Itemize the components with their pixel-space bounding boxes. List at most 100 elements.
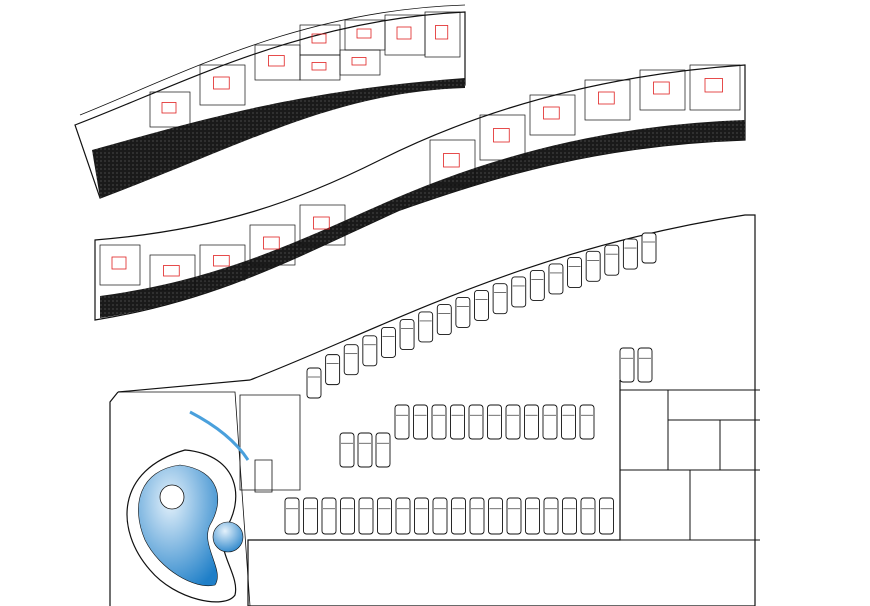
- parked-car: [548, 263, 564, 295]
- pool-deck: [126, 449, 244, 603]
- parked-car: [505, 404, 521, 440]
- room: [299, 204, 346, 246]
- parked-car: [604, 244, 620, 276]
- room-partitions: [149, 11, 461, 128]
- room: [199, 244, 246, 281]
- parked-car: [432, 497, 448, 535]
- parked-car: [325, 354, 341, 386]
- parked-car: [487, 404, 502, 440]
- furniture: [356, 28, 372, 39]
- furniture: [213, 255, 230, 267]
- parked-car: [306, 367, 322, 399]
- parked-car: [377, 497, 392, 535]
- parked-car: [303, 497, 318, 535]
- parked-car: [641, 232, 657, 264]
- furniture: [263, 236, 280, 250]
- parked-car: [468, 404, 484, 440]
- parked-car: [562, 497, 577, 535]
- furniture: [598, 91, 615, 105]
- parked-car: [431, 404, 447, 440]
- parked-car: [339, 432, 355, 468]
- furniture: [313, 216, 330, 230]
- parked-car: [579, 404, 595, 440]
- circulation-hatch: [92, 78, 465, 198]
- room: [479, 114, 526, 161]
- parked-car: [524, 404, 539, 440]
- room: [639, 69, 686, 111]
- parked-car: [561, 404, 576, 440]
- ground-floor-plan: [109, 214, 760, 606]
- parked-car: [414, 497, 429, 535]
- parked-car: [340, 497, 355, 535]
- parked-car: [511, 276, 527, 308]
- staircase: [254, 459, 273, 493]
- furniture: [543, 106, 560, 120]
- room: [584, 79, 631, 121]
- room: [149, 254, 196, 291]
- parked-car: [450, 404, 465, 440]
- parked-car: [455, 296, 471, 328]
- parked-car: [529, 269, 545, 301]
- room: [689, 64, 741, 111]
- parked-car: [619, 347, 635, 383]
- room: [149, 91, 191, 128]
- parked-car: [567, 257, 583, 289]
- parked-car: [399, 319, 415, 351]
- glass-wall: [189, 410, 250, 461]
- parked-car: [488, 497, 503, 535]
- parked-car: [394, 404, 410, 440]
- parked-car: [436, 304, 452, 336]
- furniture: [653, 81, 670, 95]
- parked-car: [380, 327, 396, 358]
- parked-car: [451, 497, 466, 535]
- furniture: [435, 25, 449, 40]
- furniture: [111, 256, 127, 270]
- furniture: [493, 128, 510, 143]
- parked-car: [580, 497, 596, 535]
- furniture: [163, 265, 180, 277]
- furniture: [311, 62, 327, 71]
- parked-car: [358, 497, 374, 535]
- office-rooms: [620, 389, 760, 541]
- furniture: [213, 76, 230, 90]
- room: [339, 49, 381, 76]
- parked-car: [321, 497, 337, 535]
- parked-car: [525, 497, 540, 535]
- parked-car: [395, 497, 411, 535]
- parking-spaces: [284, 232, 657, 535]
- parked-car: [375, 432, 391, 468]
- parked-car: [357, 432, 373, 468]
- room: [429, 139, 476, 186]
- swimming-pool: [138, 464, 218, 587]
- furniture: [268, 55, 285, 67]
- parked-car: [474, 290, 489, 321]
- furniture: [443, 153, 460, 168]
- parked-car: [418, 311, 434, 343]
- parked-car: [413, 404, 428, 440]
- parked-car: [362, 335, 378, 367]
- toilet-block: [239, 394, 301, 491]
- parked-car: [343, 344, 359, 376]
- upper-floor-plan-2: [94, 64, 746, 321]
- furniture: [351, 57, 367, 66]
- parked-car: [637, 347, 653, 383]
- parked-car: [543, 497, 559, 535]
- furniture: [161, 102, 177, 114]
- parked-car: [284, 497, 300, 535]
- room: [249, 224, 296, 266]
- room: [99, 244, 141, 286]
- room: [424, 11, 461, 58]
- parked-car: [599, 497, 614, 535]
- parked-car: [492, 283, 508, 315]
- room: [529, 94, 576, 136]
- room-partitions: [99, 64, 741, 291]
- upper-floor-plan-1: [74, 4, 466, 199]
- furniture: [311, 33, 327, 44]
- furniture: [704, 78, 723, 93]
- pool-island: [159, 484, 185, 510]
- room: [199, 64, 246, 106]
- parked-car: [469, 497, 485, 535]
- parked-car: [506, 497, 522, 535]
- circulation-hatch: [100, 120, 745, 318]
